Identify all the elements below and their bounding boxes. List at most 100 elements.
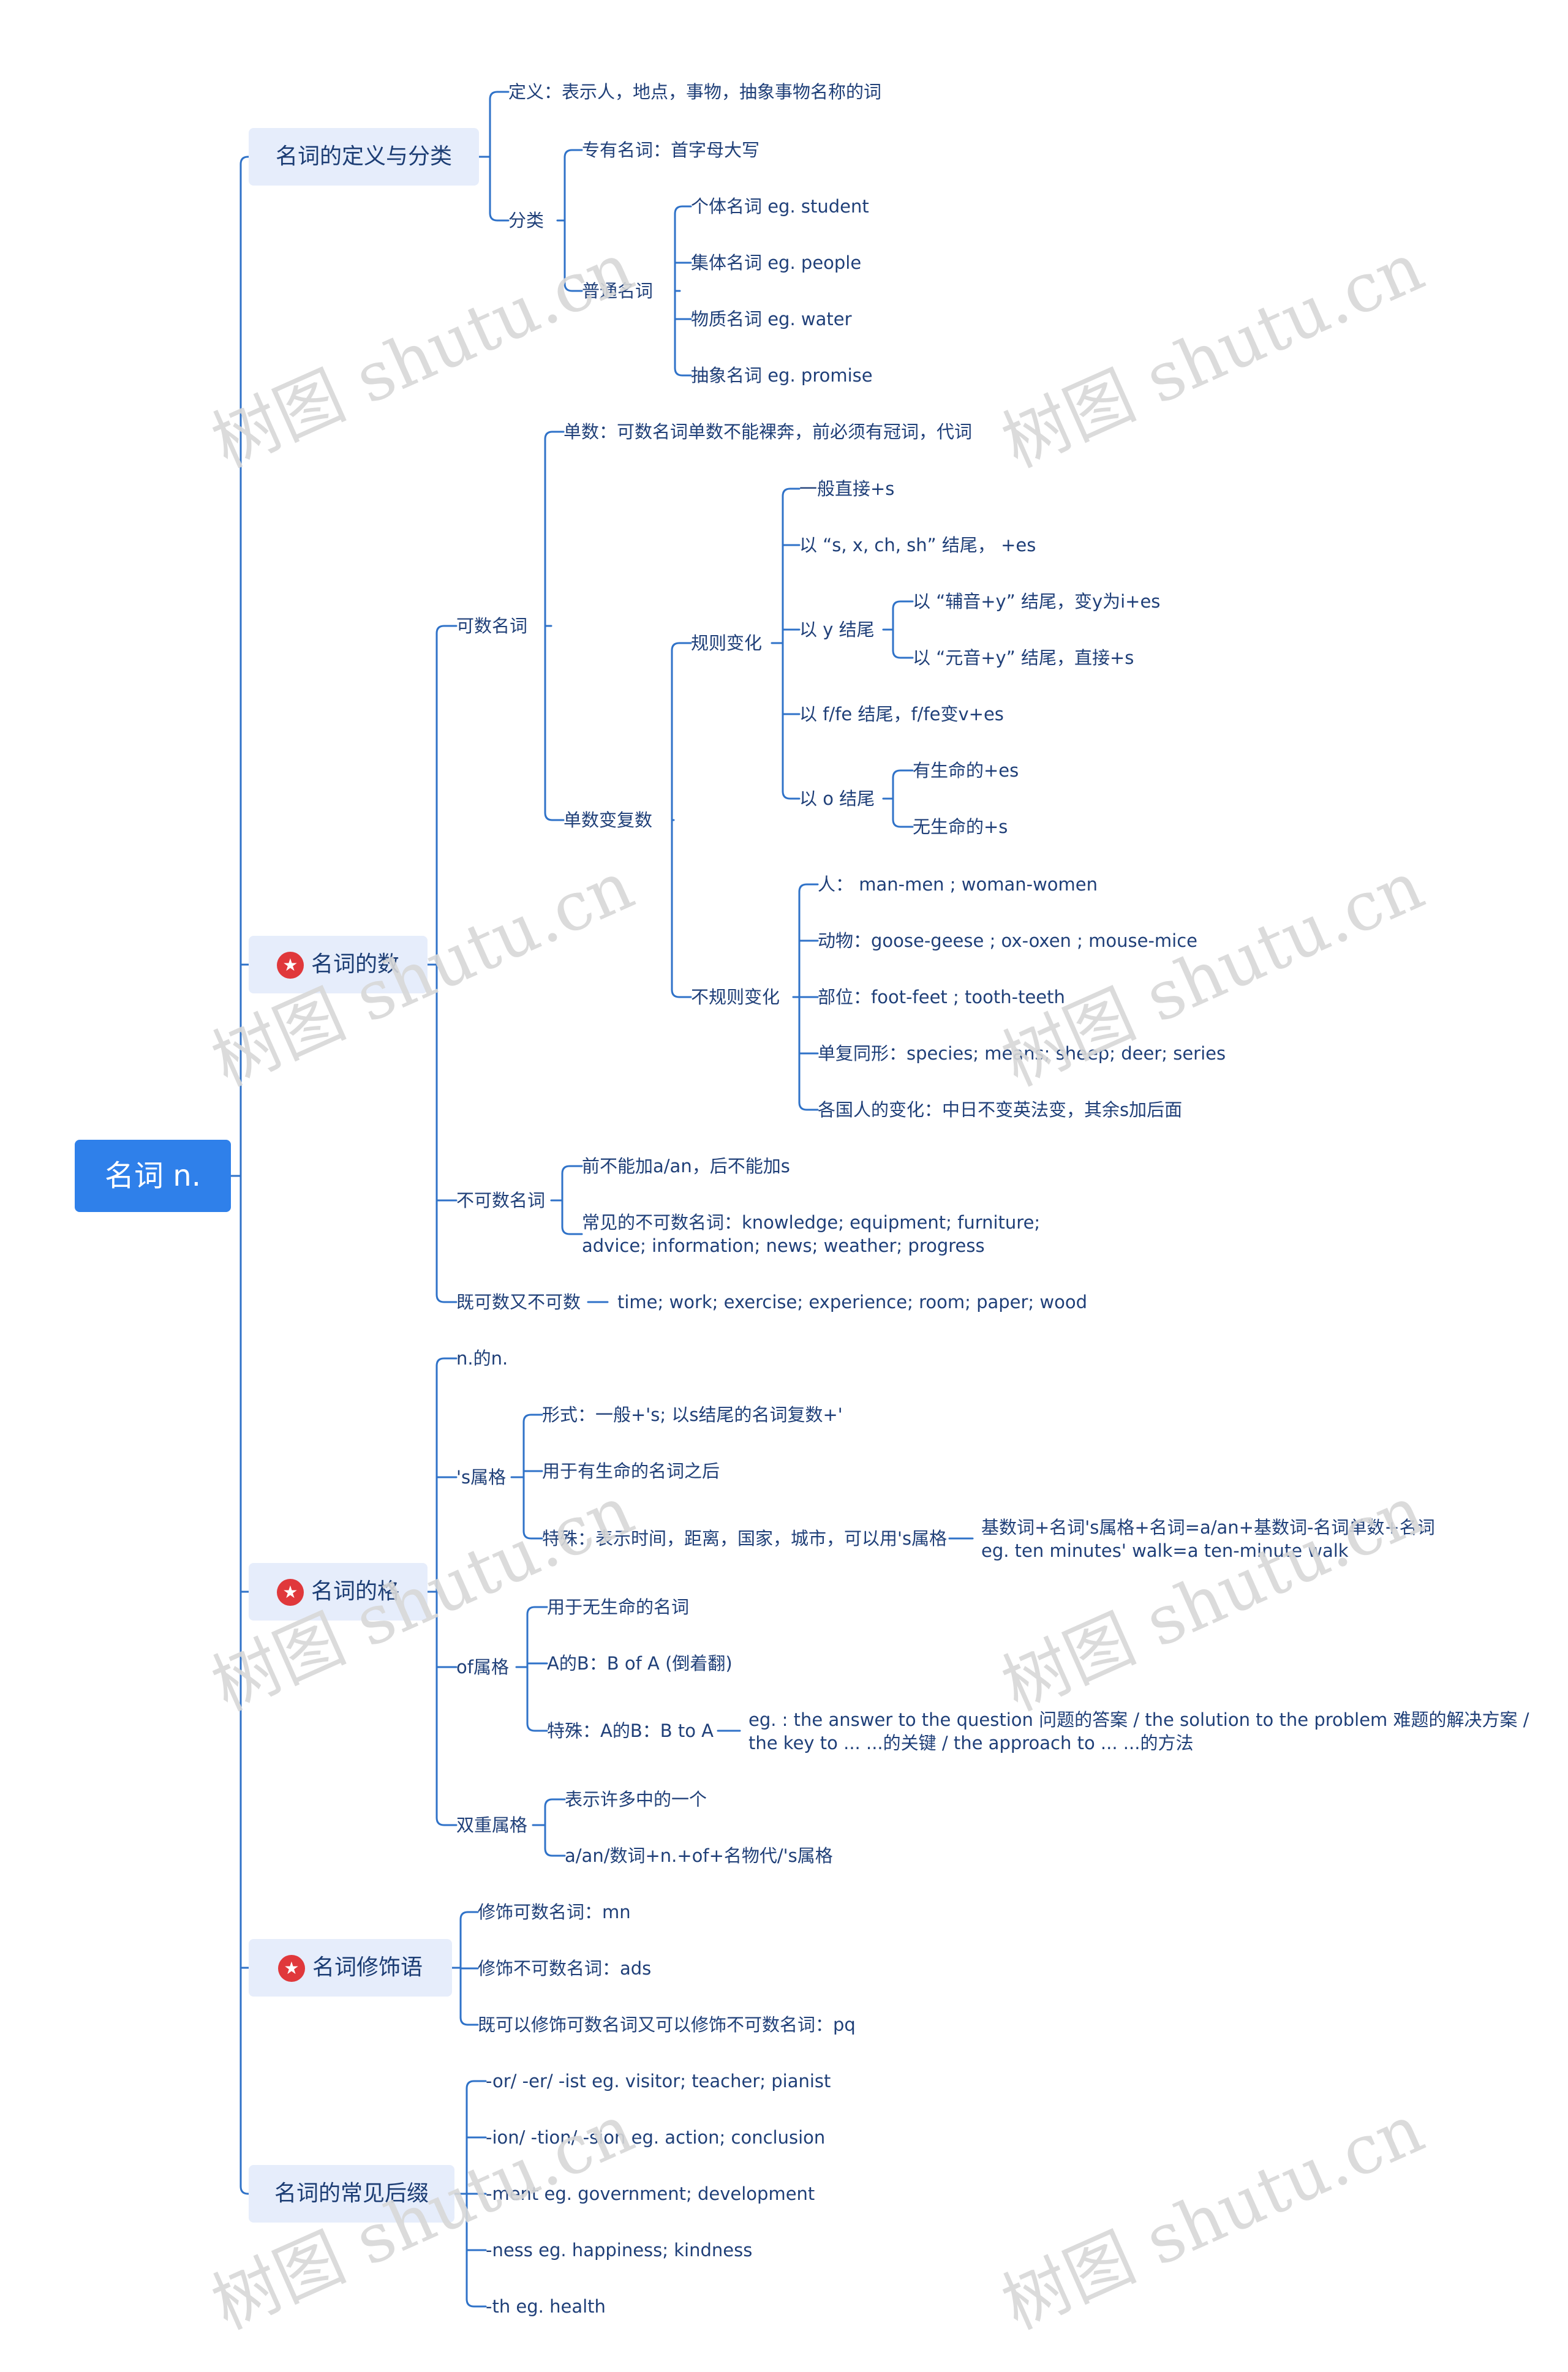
connector-line bbox=[239, 156, 250, 165]
connector-line bbox=[671, 988, 692, 998]
branch-noun-suffixes[interactable]: 名词的常见后缀 bbox=[249, 2165, 454, 2223]
common-item[interactable]: 集体名词 eg. people bbox=[691, 252, 862, 273]
uncountable-node[interactable]: 不可数名词 bbox=[456, 1190, 546, 1211]
branch-label: 名词修饰语 bbox=[312, 1955, 423, 1980]
connector-line bbox=[239, 2185, 250, 2195]
connector-line bbox=[522, 1414, 543, 1423]
irregular-change-node[interactable]: 不规则变化 bbox=[691, 987, 780, 1007]
common-item[interactable]: 物质名词 eg. water bbox=[691, 309, 852, 329]
y-consonant[interactable]: 以 “辅音+y” 结尾，变y为i+es bbox=[913, 591, 1161, 612]
connector-line bbox=[892, 600, 914, 610]
special-detail-line: 基数词+名词's属格+名词=a/an+基数词-名词单数+名词 bbox=[981, 1517, 1435, 1538]
s-genitive-special-detail[interactable]: 基数词+名词's属格+名词=a/an+基数词-名词单数+名词 eg. ten m… bbox=[981, 1516, 1435, 1562]
connector-line bbox=[544, 811, 565, 821]
branch-noun-number[interactable]: ★名词的数 bbox=[249, 936, 428, 993]
singular-to-plural-node[interactable]: 单数变复数 bbox=[564, 810, 653, 830]
suffix-item[interactable]: -ion/ -tion/ -sion eg. action; conclusio… bbox=[486, 2127, 826, 2148]
connector-line bbox=[892, 769, 914, 779]
root-node[interactable]: 名词 n. bbox=[75, 1140, 231, 1212]
regular-y[interactable]: 以 y 结尾 bbox=[799, 619, 875, 640]
branch-label: 名词的格 bbox=[311, 1579, 399, 1604]
modifier-item[interactable]: 修饰不可数名词：ads bbox=[478, 1958, 652, 1979]
connector-line bbox=[671, 642, 692, 652]
s-genitive-form[interactable]: 形式：一般+'s; 以s结尾的名词复数+' bbox=[542, 1404, 843, 1425]
common-noun-node[interactable]: 普通名词 bbox=[582, 280, 654, 301]
modifier-item[interactable]: 既可以修饰可数名词又可以修饰不可数名词：pq bbox=[478, 2014, 856, 2035]
connector-line bbox=[564, 149, 583, 159]
common-item[interactable]: 抽象名词 eg. promise bbox=[691, 365, 873, 386]
connector-line bbox=[435, 1293, 458, 1303]
countable-node[interactable]: 可数名词 bbox=[456, 616, 528, 636]
double-genitive-node[interactable]: 双重属格 bbox=[456, 1815, 528, 1835]
s-genitive-special[interactable]: 特殊：表示时间，距离，国家，城市，可以用's属格 bbox=[542, 1528, 948, 1549]
of-special-examples[interactable]: eg. : the answer to the question 问题的答案 /… bbox=[748, 1708, 1529, 1755]
irregular-parts[interactable]: 部位：foot-feet ; tooth-teeth bbox=[818, 987, 1065, 1007]
y-vowel[interactable]: 以 “元音+y” 结尾，直接+s bbox=[913, 647, 1134, 668]
modifier-item[interactable]: 修饰可数名词：mn bbox=[478, 1902, 631, 1922]
regular-f[interactable]: 以 f/fe 结尾，f/fe变v+es bbox=[799, 704, 1004, 725]
o-living[interactable]: 有生命的+es bbox=[913, 760, 1019, 781]
irregular-nationalities[interactable]: 各国人的变化：中日不变英法变，其余s加后面 bbox=[818, 1099, 1183, 1120]
connector-line bbox=[798, 1101, 819, 1111]
connector-line bbox=[522, 1530, 543, 1540]
connector-line bbox=[561, 1165, 583, 1175]
connector-line bbox=[674, 367, 692, 377]
star-icon: ★ bbox=[276, 952, 304, 979]
of-special[interactable]: 特殊：A的B：B to A bbox=[547, 1720, 714, 1741]
uncountable-rule[interactable]: 前不能加a/an，后不能加s bbox=[582, 1156, 790, 1177]
singular-node[interactable]: 单数：可数名词单数不能裸奔，前必须有冠词，代词 bbox=[564, 421, 973, 442]
s-genitive-living[interactable]: 用于有生命的名词之后 bbox=[542, 1461, 720, 1482]
of-a-b[interactable]: A的B：B of A (倒着翻) bbox=[547, 1653, 733, 1674]
connector-line bbox=[564, 282, 583, 292]
double-genitive-2[interactable]: a/an/数词+n.+of+名物代/'s属格 bbox=[565, 1845, 833, 1866]
irregular-people[interactable]: 人： man-men ; woman-women bbox=[818, 874, 1098, 895]
star-icon: ★ bbox=[277, 1955, 305, 1982]
branch-noun-modifiers[interactable]: ★ 名词修饰语 bbox=[249, 1939, 452, 1997]
connector-line bbox=[466, 2298, 487, 2308]
regular-change-node[interactable]: 规则变化 bbox=[691, 633, 763, 653]
connector-line bbox=[435, 625, 458, 634]
irregular-same-form[interactable]: 单复同形：species; means; sheep; deer; series bbox=[818, 1043, 1226, 1064]
connector-line bbox=[561, 1226, 583, 1235]
regular-general[interactable]: 一般直接+s bbox=[799, 478, 895, 499]
common-item[interactable]: 个体名词 eg. student bbox=[691, 196, 869, 217]
suffix-item[interactable]: -th eg. health bbox=[486, 2296, 606, 2317]
connector-line bbox=[435, 1817, 458, 1826]
double-genitive-1[interactable]: 表示许多中的一个 bbox=[565, 1789, 707, 1810]
connector-line bbox=[892, 818, 914, 828]
of-example-line: eg. : the answer to the question 问题的答案 /… bbox=[748, 1709, 1529, 1730]
proper-noun-node[interactable]: 专有名词：首字母大写 bbox=[582, 140, 760, 160]
both-items[interactable]: time; work; exercise; experience; room; … bbox=[617, 1292, 1088, 1312]
suffix-item[interactable]: -or/ -er/ -ist eg. visitor; teacher; pia… bbox=[486, 2071, 831, 2092]
branch-definition-classification[interactable]: 名词的定义与分类 bbox=[249, 128, 479, 186]
connector-line bbox=[782, 488, 801, 497]
connector-line bbox=[892, 649, 914, 659]
suffix-item[interactable]: -ness eg. happiness; kindness bbox=[486, 2240, 753, 2261]
regular-es[interactable]: 以 “s, x, ch, sh” 结尾， +es bbox=[799, 535, 1036, 555]
o-nonliving[interactable]: 无生命的+s bbox=[913, 816, 1008, 837]
connector-line bbox=[544, 1798, 566, 1808]
connector-line bbox=[489, 91, 510, 100]
connector-line bbox=[489, 212, 510, 222]
connector-line bbox=[674, 205, 692, 215]
regular-o[interactable]: 以 o 结尾 bbox=[799, 788, 875, 809]
classify-node[interactable]: 分类 bbox=[508, 210, 545, 231]
branch-noun-case[interactable]: ★名词的格 bbox=[249, 1563, 428, 1621]
connector-line bbox=[544, 431, 565, 440]
of-nonliving[interactable]: 用于无生命的名词 bbox=[547, 1597, 690, 1617]
suffix-item[interactable]: -ment eg. government; development bbox=[486, 2183, 815, 2204]
uncountable-common[interactable]: 常见的不可数名词：knowledge; equipment; furniture… bbox=[582, 1211, 1040, 1257]
irregular-animal[interactable]: 动物：goose-geese ; ox-oxen ; mouse-mice bbox=[818, 930, 1198, 951]
n-of-n-node[interactable]: n.的n. bbox=[456, 1348, 508, 1369]
connector-line bbox=[526, 1606, 548, 1616]
connector-line bbox=[459, 1911, 479, 1921]
of-genitive-node[interactable]: of属格 bbox=[456, 1657, 509, 1677]
connector-line bbox=[459, 2016, 479, 2026]
both-countable-uncountable[interactable]: 既可数又不可数 bbox=[456, 1292, 581, 1312]
of-example-line: the key to ... ...的关键 / the approach to … bbox=[748, 1733, 1194, 1753]
s-genitive-node[interactable]: 's属格 bbox=[456, 1467, 507, 1488]
connector-line bbox=[782, 790, 801, 800]
definition-node[interactable]: 定义：表示人，地点，事物，抽象事物名称的词 bbox=[508, 81, 882, 102]
